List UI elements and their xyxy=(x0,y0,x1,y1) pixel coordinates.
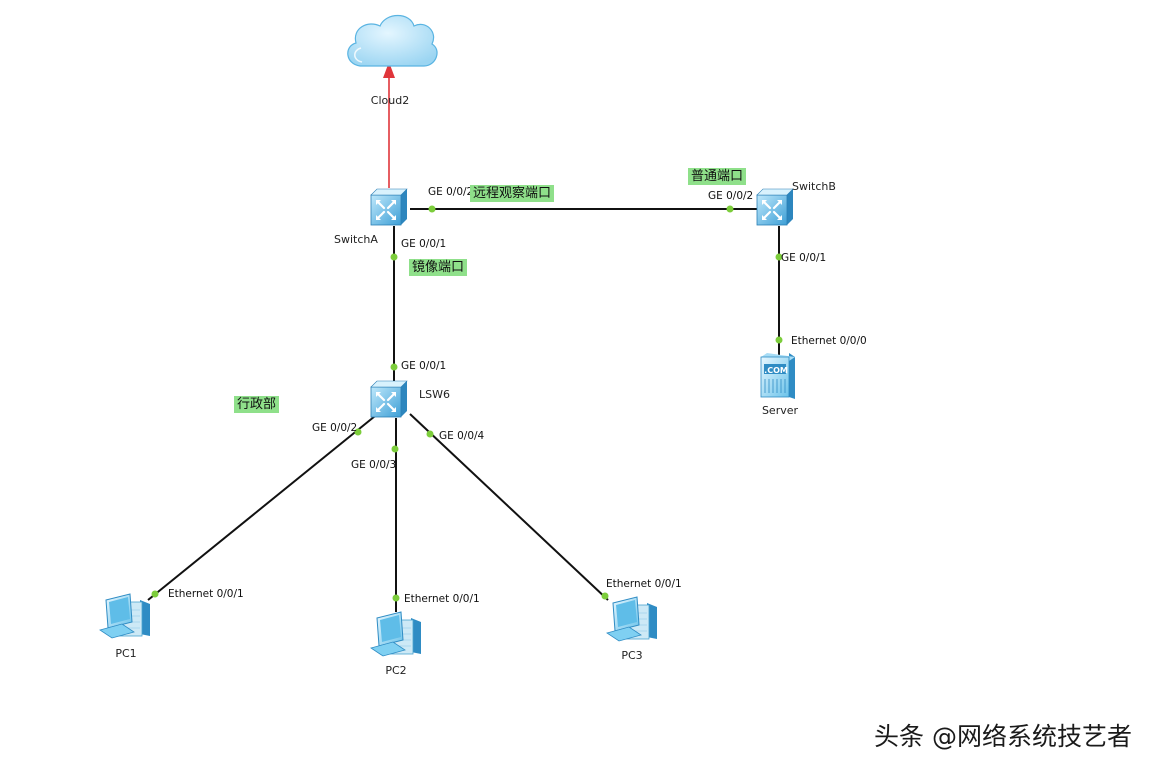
pc2-label: PC2 xyxy=(385,664,406,677)
switchb-label: SwitchB xyxy=(792,180,836,193)
server-badge: .COM xyxy=(764,366,788,375)
port-label-switchb-ge001: GE 0/0/1 xyxy=(781,252,826,264)
port-label-lsw6-ge001: GE 0/0/1 xyxy=(401,360,446,372)
cloud-icon[interactable] xyxy=(347,14,438,67)
port-dot[interactable] xyxy=(392,594,400,602)
link-lsw6-pc1[interactable] xyxy=(147,411,381,601)
lsw6-label: LSW6 xyxy=(419,388,450,401)
pc1-label: PC1 xyxy=(115,647,136,660)
switcha-label: SwitchA xyxy=(334,233,378,246)
note-remote-observe-port: 远程观察端口 xyxy=(470,185,555,202)
port-label-lsw6-ge004: GE 0/0/4 xyxy=(439,430,485,442)
switchb-icon[interactable] xyxy=(755,187,795,227)
note-mirror-port: 镜像端口 xyxy=(409,259,468,276)
port-label-switchb-ge002: GE 0/0/2 xyxy=(708,190,753,202)
link-lsw6-pc3[interactable] xyxy=(409,413,609,601)
server-icon[interactable] xyxy=(760,353,795,399)
arrow-icon xyxy=(383,62,395,78)
pc3-icon[interactable] xyxy=(606,596,658,642)
port-label-server-eth000: Ethernet 0/0/0 xyxy=(791,335,867,347)
port-dot[interactable] xyxy=(726,205,734,213)
port-label-pc1-eth: Ethernet 0/0/1 xyxy=(168,588,244,600)
switcha-icon[interactable] xyxy=(369,187,409,227)
port-dot[interactable] xyxy=(390,253,398,261)
port-dot[interactable] xyxy=(775,253,783,261)
port-label-pc2-eth: Ethernet 0/0/1 xyxy=(404,593,480,605)
watermark: 头条 @网络系统技艺者 xyxy=(874,722,1132,751)
port-dot[interactable] xyxy=(151,590,159,598)
port-label-lsw6-ge002: GE 0/0/2 xyxy=(312,422,357,434)
lsw6-icon[interactable] xyxy=(369,379,409,419)
note-normal-port: 普通端口 xyxy=(688,168,747,185)
port-dot[interactable] xyxy=(390,363,398,371)
port-dot[interactable] xyxy=(775,336,783,344)
port-dot[interactable] xyxy=(428,205,436,213)
port-dot[interactable] xyxy=(601,592,609,600)
cloud-label: Cloud2 xyxy=(371,94,409,107)
note-admin-dept: 行政部 xyxy=(234,396,280,413)
port-dot[interactable] xyxy=(354,428,362,436)
port-label-switcha-ge001: GE 0/0/1 xyxy=(401,238,446,250)
server-label: Server xyxy=(762,404,799,417)
pc1-icon[interactable] xyxy=(99,593,151,639)
pc3-label: PC3 xyxy=(621,649,642,662)
port-dot[interactable] xyxy=(426,430,434,438)
port-label-pc3-eth: Ethernet 0/0/1 xyxy=(606,578,682,590)
port-label-switcha-ge002: GE 0/0/2 xyxy=(428,186,473,198)
pc2-icon[interactable] xyxy=(370,611,422,657)
port-label-lsw6-ge003: GE 0/0/3 xyxy=(351,459,396,471)
port-dot[interactable] xyxy=(391,445,399,453)
